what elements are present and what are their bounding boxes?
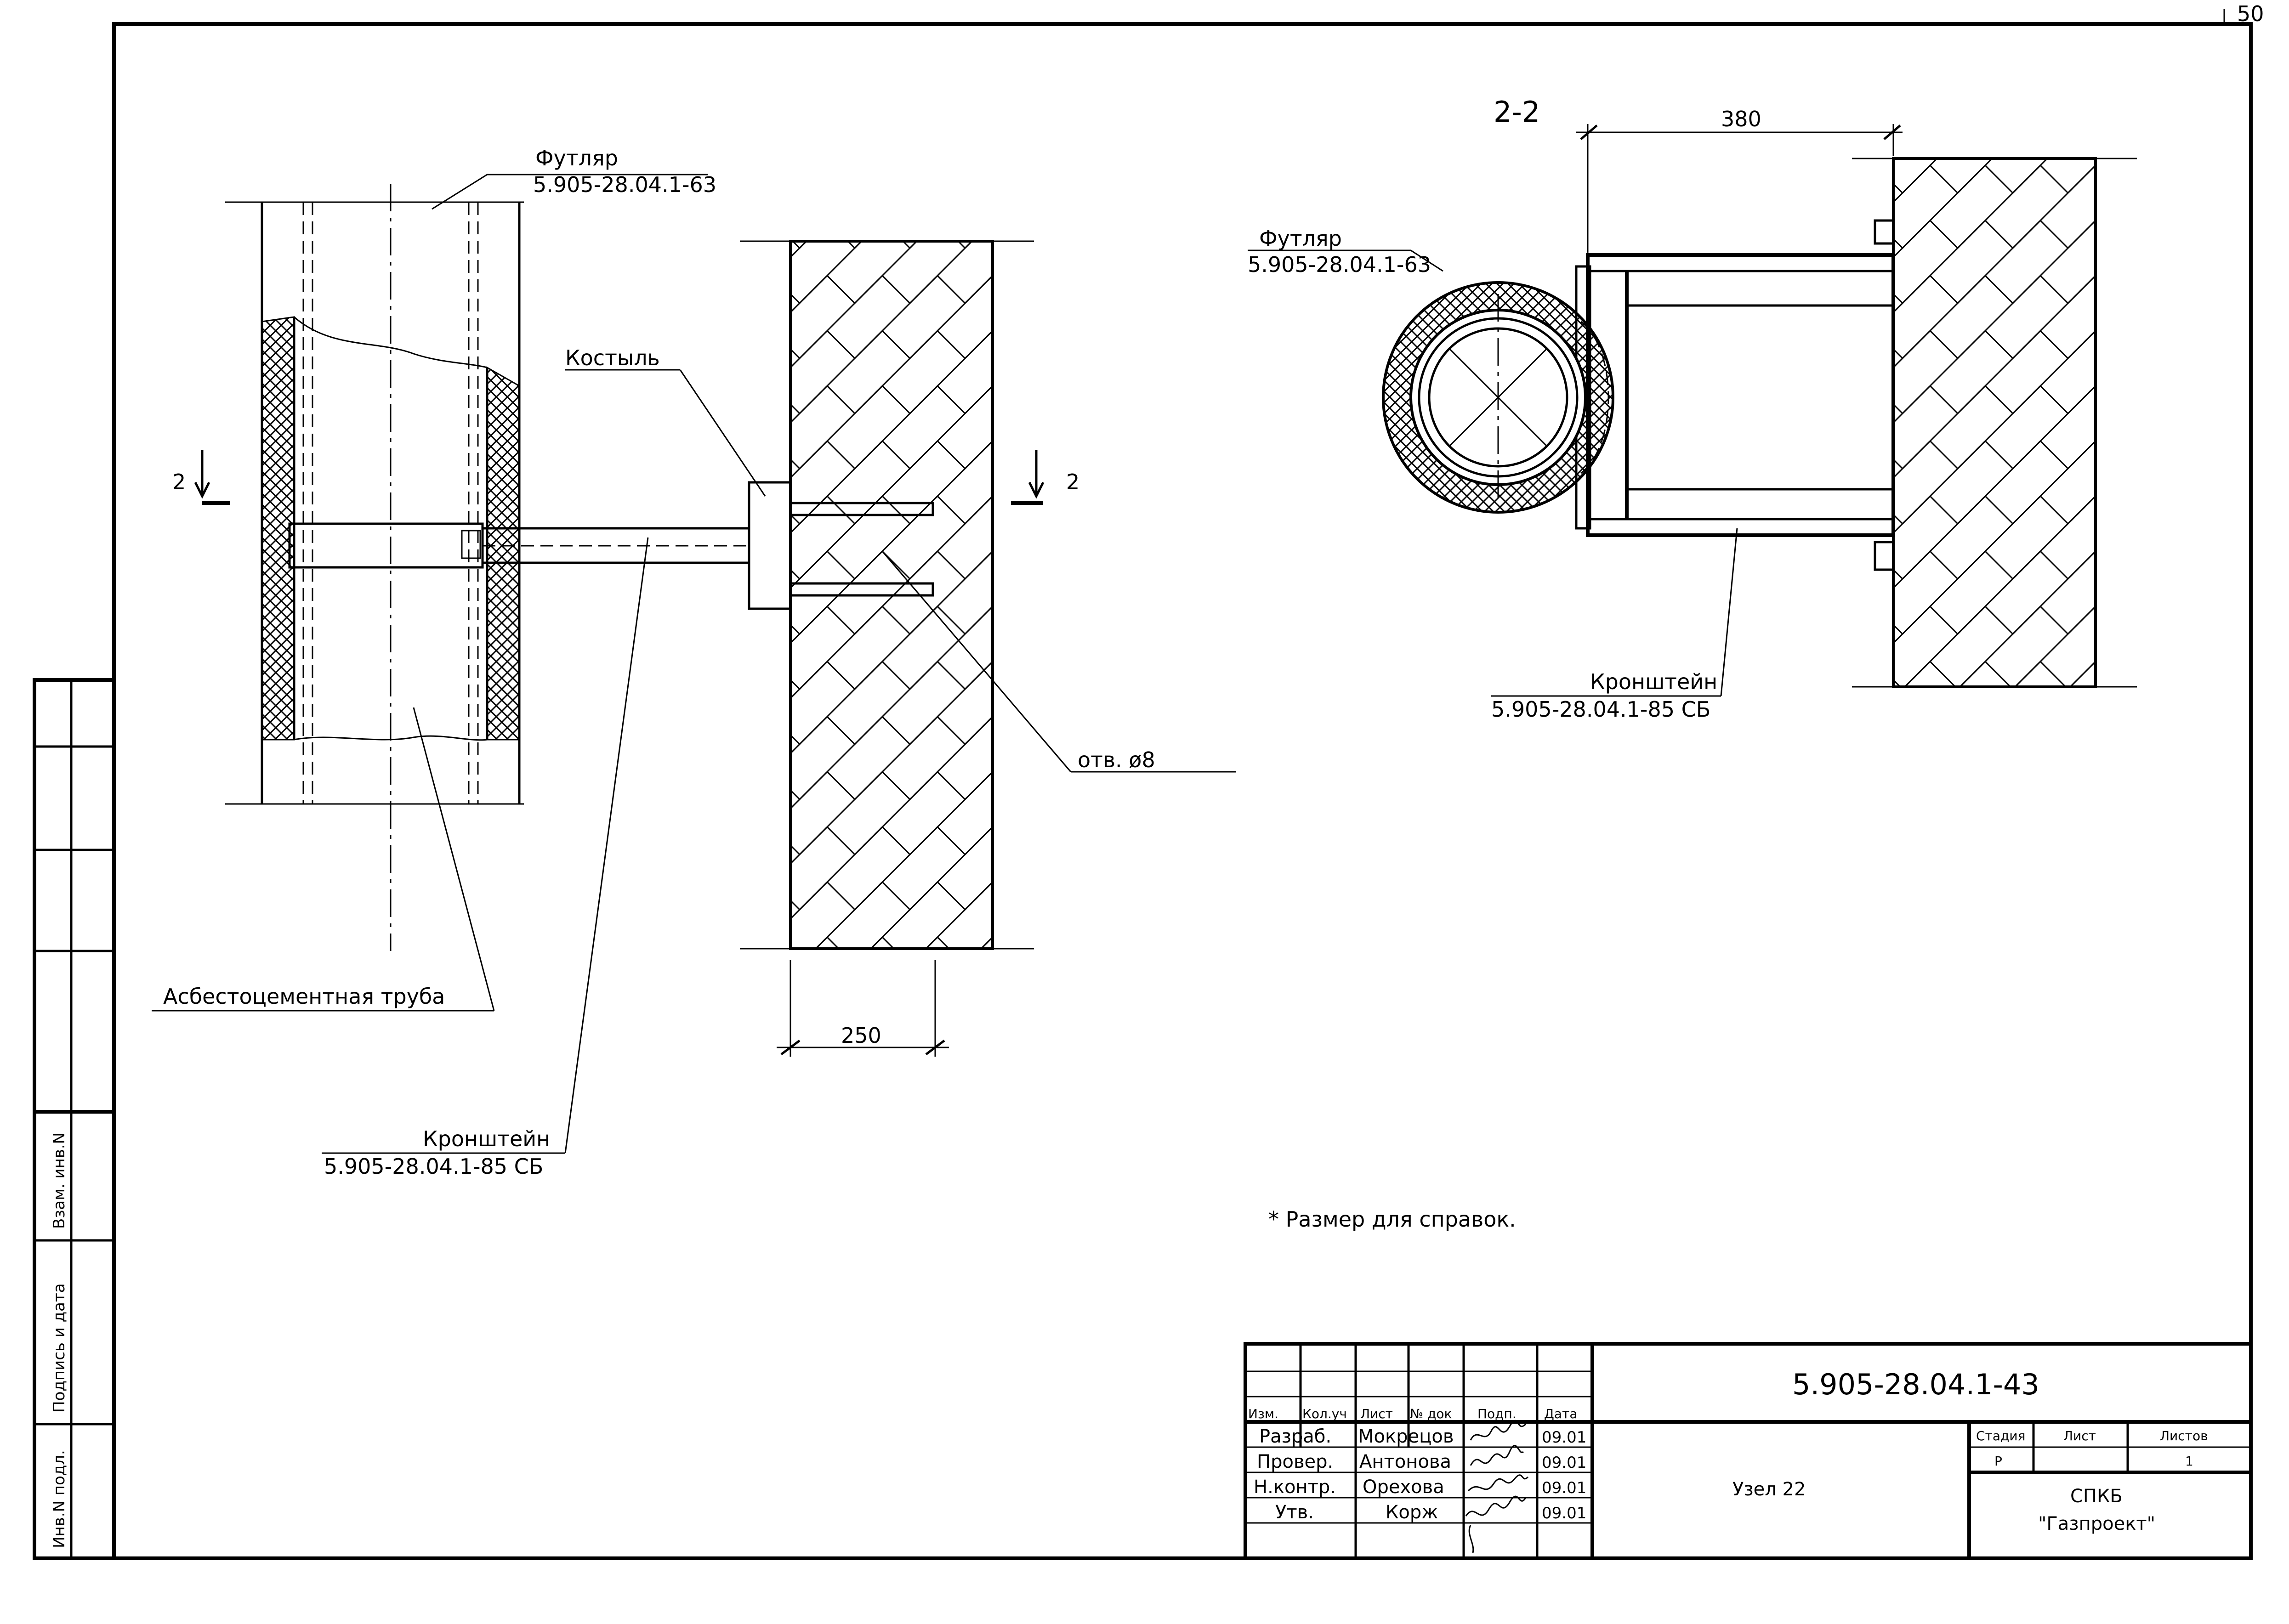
section-mark-left: 2: [172, 470, 186, 494]
sheet-header: Лист: [2063, 1428, 2096, 1443]
side-stamp: Взам. инв.N Подпись и дата Инв.N подл.: [33, 678, 116, 1560]
dimension-250-value: 250: [841, 1023, 881, 1048]
title-block: Изм. Кол.уч Лист № док Подп. Дата Разраб…: [1244, 1342, 2253, 1560]
stage-value: Р: [1994, 1454, 2002, 1469]
row-name-2: Антонова: [1359, 1451, 1451, 1472]
col-header-ndok: № док: [1410, 1406, 1452, 1421]
sheet-number: 50: [2237, 1, 2264, 26]
wall-left-view: [740, 240, 1034, 950]
row-date-4: 09.01: [1542, 1504, 1586, 1522]
dimension-380-value: 380: [1721, 107, 1761, 131]
futlyar-label-2: Футляр: [1259, 226, 1342, 251]
org-line-1: СПКБ: [2070, 1486, 2123, 1507]
row-name-1: Мокрецов: [1358, 1426, 1454, 1447]
otv-label: отв. ø8: [1078, 747, 1155, 772]
asbestos-label: Асбестоцементная труба: [163, 984, 445, 1009]
kronshtein-label-1: Кронштейн: [423, 1126, 550, 1151]
futlyar-label-1: Футляр: [535, 146, 618, 170]
side-stamp-inv: Инв.N подл.: [50, 1450, 68, 1548]
dimension-250: 250: [777, 960, 949, 1057]
document-code: 5.905-28.04.1-43: [1792, 1368, 2039, 1401]
row-role-3: Н.контр.: [1254, 1477, 1336, 1498]
section-marks-left: 2 2: [172, 450, 1079, 505]
row-role-2: Провер.: [1257, 1451, 1333, 1472]
sheets-value: 1: [2185, 1454, 2193, 1469]
section-mark-right: 2: [1066, 470, 1079, 494]
col-header-kolu: Кол.уч: [1302, 1406, 1347, 1421]
kostyl-label: Костыль: [565, 345, 660, 370]
col-header-podp: Подп.: [1477, 1406, 1517, 1421]
row-role-1: Разраб.: [1259, 1426, 1331, 1447]
col-header-data: Дата: [1544, 1406, 1578, 1421]
row-date-2: 09.01: [1542, 1454, 1586, 1472]
pipe-casing: [225, 184, 524, 951]
kronshtein-code-2: 5.905-28.04.1-85 СБ: [1491, 697, 1710, 722]
kronshtein-label-2: Кронштейн: [1590, 669, 1717, 694]
row-date-1: 09.01: [1542, 1428, 1586, 1447]
row-name-4: Корж: [1386, 1502, 1438, 1523]
futlyar-code-1: 5.905-28.04.1-63: [533, 172, 716, 197]
drawing-title: Узел 22: [1732, 1479, 1806, 1500]
row-date-3: 09.01: [1542, 1479, 1586, 1497]
stage-header: Стадия: [1976, 1428, 2025, 1443]
leaders-left-view: Футляр 5.905-28.04.1-63 Костыль отв. ø8 …: [152, 146, 1236, 1179]
row-role-4: Утв.: [1275, 1502, 1314, 1523]
col-header-list: Лист: [1360, 1406, 1393, 1421]
sheets-header: Листов: [2160, 1428, 2208, 1443]
row-name-3: Орехова: [1363, 1477, 1444, 1498]
bracket-rod: [288, 481, 792, 610]
reference-note: * Размер для справок.: [1268, 1207, 1516, 1232]
kronshtein-code-1: 5.905-28.04.1-85 СБ: [324, 1154, 543, 1179]
org-line-2: "Газпроект": [2038, 1513, 2155, 1534]
side-stamp-vzam: Взам. инв.N: [50, 1132, 68, 1229]
section-2-2: 2-2 380 Футляр: [1248, 95, 2137, 722]
futlyar-code-2: 5.905-28.04.1-63: [1248, 252, 1431, 277]
section-title: 2-2: [1494, 95, 1540, 129]
col-header-izm: Изм.: [1248, 1406, 1278, 1421]
side-stamp-podpis: Подпись и дата: [50, 1283, 68, 1413]
